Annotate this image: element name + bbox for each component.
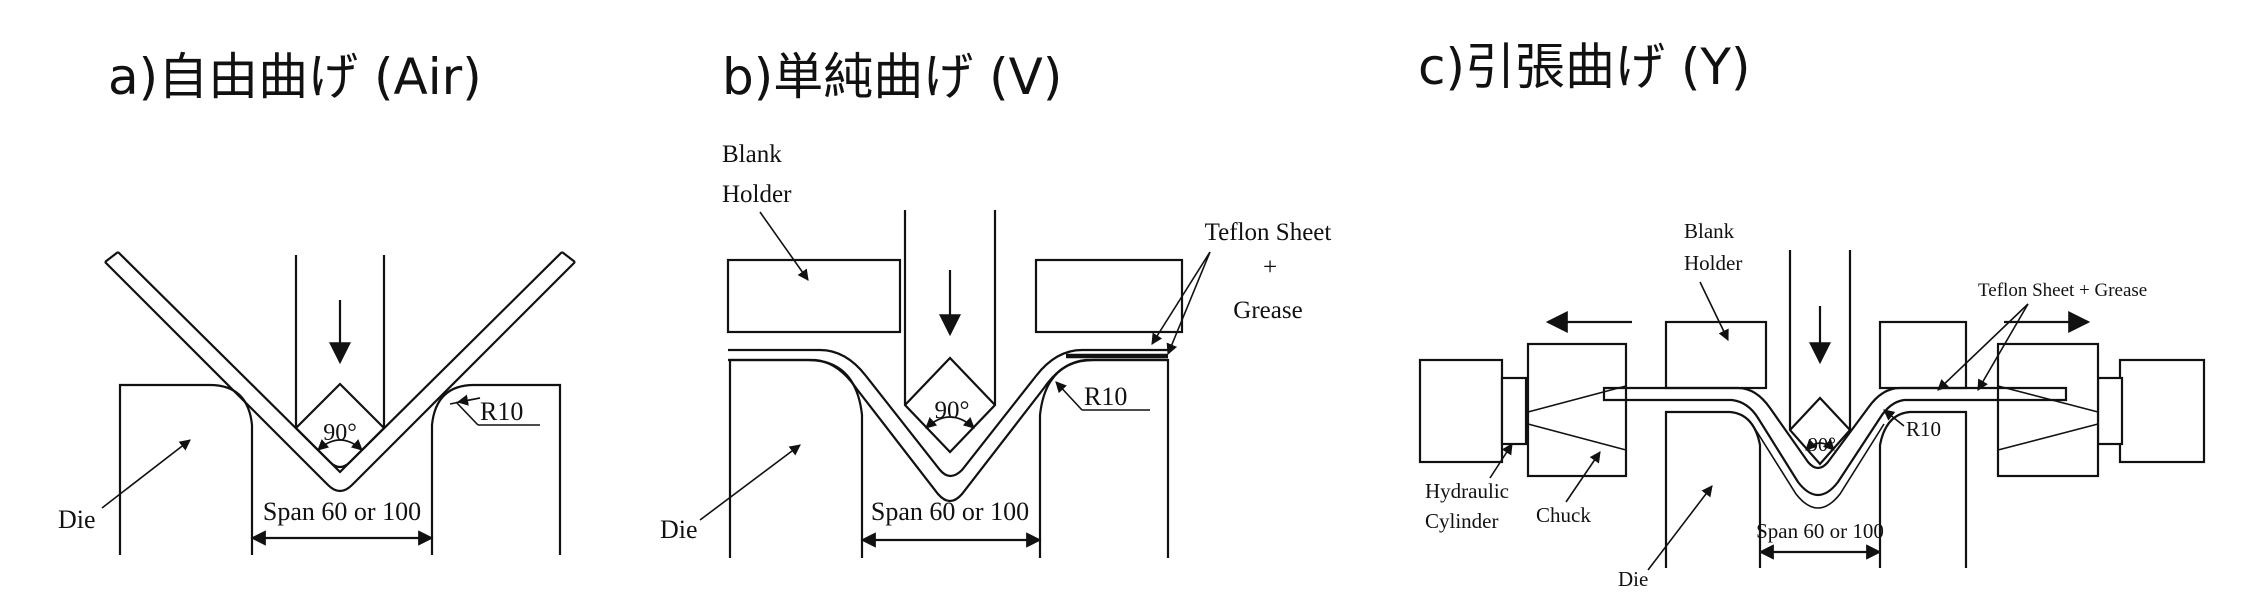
hydraulic-cylinder-right	[2118, 358, 2206, 464]
chuck-right	[1996, 342, 2100, 478]
blank-holder-label-2: Holder	[722, 181, 792, 208]
punch	[294, 255, 386, 474]
angle-arc	[1805, 438, 1835, 451]
title-tension-bending: c)引張曲げ (Y)	[1418, 38, 1751, 96]
sheet-top-line	[1602, 386, 2068, 497]
teflon-label-plus: +	[1263, 254, 1277, 281]
angle-arc	[925, 416, 975, 429]
teflon-label: Teflon Sheet + Grease	[1978, 280, 2147, 301]
hydraulic-cylinder-label: Hydraulic	[1425, 479, 1509, 503]
teflon-label-grease: Grease	[1233, 297, 1302, 324]
sheet-bottom-line	[728, 358, 1168, 503]
hydraulic-cylinder-left	[1418, 358, 1504, 464]
span-label: Span 60 or 100	[1756, 519, 1884, 543]
die-label: Die	[660, 515, 698, 544]
chuck-label: Chuck	[1536, 503, 1591, 527]
die-left-block	[118, 383, 254, 555]
teflon-label: Teflon Sheet	[1205, 219, 1332, 246]
title-v-bending: b)単純曲げ (V)	[722, 48, 1063, 106]
blank-holder-right	[1878, 320, 1968, 390]
span-label: Span 60 or 100	[871, 497, 1029, 526]
sheet-top-line	[728, 348, 1168, 478]
blank-holder-label: Blank	[722, 141, 782, 168]
sheet-outer-line	[104, 261, 576, 493]
title-air-bending: a)自由曲げ (Air)	[108, 48, 482, 106]
radius-label: R10	[480, 397, 523, 426]
blank-holder-left	[726, 258, 902, 334]
blank-holder-label: Blank	[1684, 219, 1735, 243]
die-label: Die	[1618, 567, 1648, 591]
blank-holder-left	[1664, 320, 1768, 390]
die-label: Die	[58, 505, 96, 534]
die-left-block	[1664, 410, 1762, 568]
angle-arc	[317, 439, 363, 451]
die-right-block	[430, 383, 562, 555]
blank-holder-right	[1034, 258, 1184, 334]
panel-v-bending: Blank Holder 90° R10 Teflon Sheet + Grea…	[660, 141, 1331, 558]
angle-label: 90°	[935, 397, 970, 424]
blank-holder-label-2: Holder	[1684, 251, 1742, 275]
punch	[903, 210, 997, 454]
sheet-bend-line	[1751, 423, 1885, 509]
punch	[1788, 250, 1852, 466]
panel-air-bending: 90° R10 Span 60 or 100 Die	[58, 251, 576, 555]
hydraulic-cylinder-label-2: Cylinder	[1425, 509, 1499, 533]
panel-tension-bending: Blank Holder 90° R10 Teflon Sheet + Grea…	[1418, 219, 2206, 591]
angle-label: 90°	[1808, 434, 1836, 456]
die-left-block	[728, 358, 864, 558]
span-label: Span 60 or 100	[263, 497, 421, 526]
angle-label: 90°	[323, 420, 357, 446]
chuck-left	[1526, 342, 1628, 478]
radius-label: R10	[1084, 382, 1127, 411]
radius-label: R10	[1906, 417, 1941, 441]
